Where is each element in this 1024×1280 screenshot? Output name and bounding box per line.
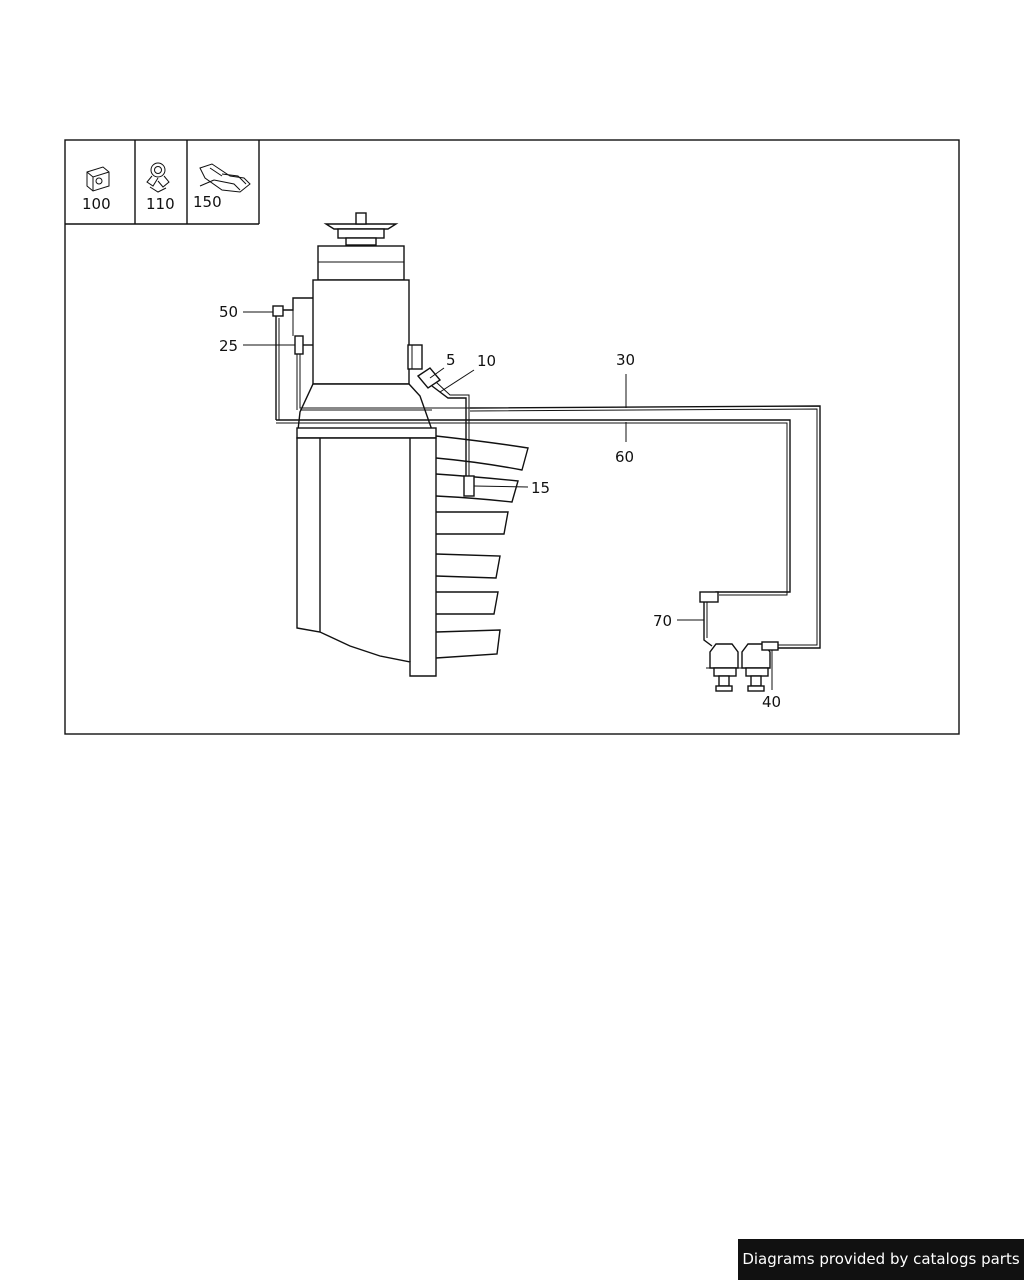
callout-40: 40 [762, 693, 781, 711]
legend-number-100: 100 [82, 195, 111, 213]
diagram-frame [64, 139, 960, 735]
callout-50: 50 [219, 303, 238, 321]
callout-70: 70 [653, 612, 672, 630]
callout-30: 30 [616, 351, 635, 369]
callout-25: 25 [219, 337, 238, 355]
callout-10: 10 [477, 352, 496, 370]
callout-5: 5 [446, 351, 456, 369]
hose-clamp-icon [146, 162, 170, 193]
radiator-fins [435, 435, 529, 659]
footer-banner: Diagrams provided by catalogs parts [738, 1239, 1024, 1280]
bracket-clip-icon [86, 166, 110, 192]
cable-tie-icon [199, 163, 251, 193]
leader-lines [243, 311, 773, 690]
legend-number-110: 110 [146, 195, 175, 213]
legend-number-150: 150 [193, 193, 222, 211]
callout-15: 15 [531, 479, 550, 497]
washer-reservoir [296, 212, 437, 677]
legend-box: 100 110 150 [65, 140, 260, 225]
callout-60: 60 [615, 448, 634, 466]
washer-nozzles [699, 591, 779, 692]
